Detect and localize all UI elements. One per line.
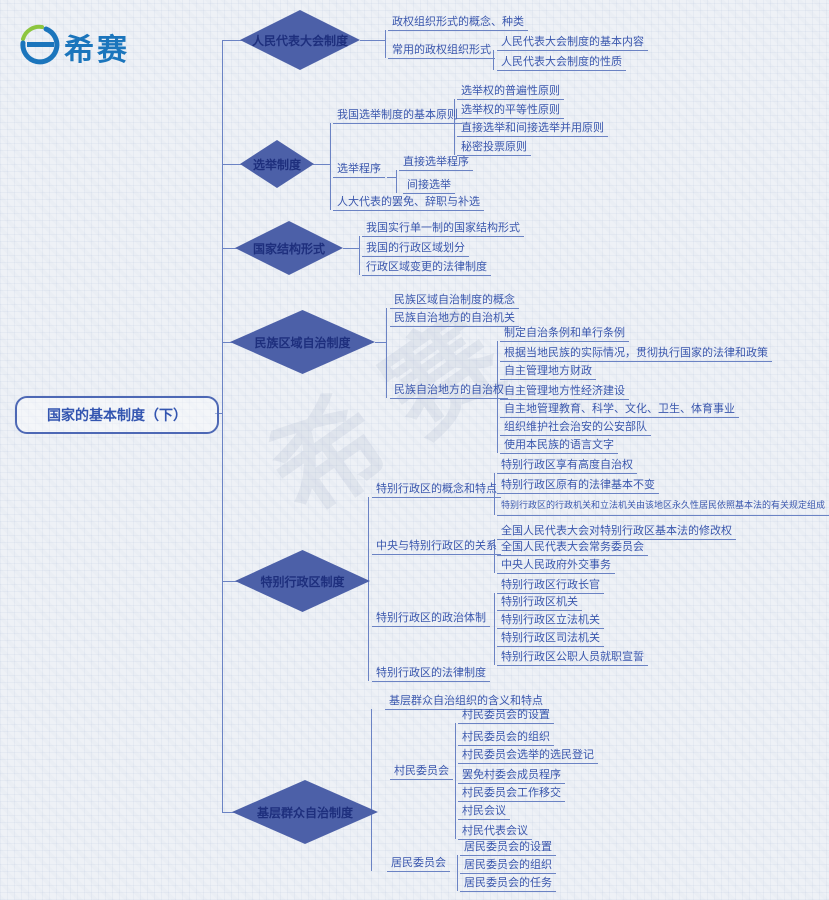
connector — [313, 164, 330, 165]
mindmap-node[interactable]: 特别行政区机关 — [497, 595, 582, 611]
connector — [375, 342, 386, 343]
mindmap-node[interactable]: 人民代表大会制度的性质 — [497, 55, 626, 71]
mindmap-node[interactable]: 自主管理地方财政 — [500, 364, 596, 380]
mindmap-node[interactable]: 居民委员会 — [387, 856, 450, 872]
connector — [368, 497, 369, 681]
mindmap-node[interactable]: 基层群众自治组织的含义和特点 — [385, 694, 547, 710]
mindmap-node[interactable]: 选举权的普遍性原则 — [457, 84, 564, 100]
connector — [454, 99, 455, 155]
connector — [494, 539, 495, 573]
mindmap-node[interactable]: 组织维护社会治安的公安部队 — [500, 420, 651, 436]
connector — [222, 248, 245, 249]
branch-diamond-state-structure[interactable]: 国家结构形式 — [235, 221, 343, 275]
connector — [494, 593, 495, 665]
mindmap-node[interactable]: 特别行政区司法机关 — [497, 631, 604, 647]
mindmap-node[interactable]: 特别行政区的政治体制 — [372, 611, 490, 627]
mindmap-node[interactable]: 居民委员会的组织 — [460, 858, 556, 874]
connector — [497, 341, 498, 453]
mindmap-node[interactable]: 村民会议 — [458, 804, 510, 820]
mindmap-node[interactable]: 特别行政区原有的法律基本不变 — [497, 478, 659, 494]
mindmap-node[interactable]: 村民委员会工作移交 — [458, 786, 565, 802]
connector — [387, 177, 396, 178]
branch-diamond-sar-system[interactable]: 特别行政区制度 — [235, 550, 370, 612]
mindmap-node[interactable]: 特别行政区公职人员就职宣誓 — [497, 650, 648, 666]
root-node[interactable]: 国家的基本制度（下） — [15, 396, 219, 434]
branch-diamond-ethnic-autonomy[interactable]: 民族区域自治制度 — [230, 310, 375, 374]
mindmap-node[interactable]: 自主管理地方性经济建设 — [500, 384, 629, 400]
mindmap-node[interactable]: 特别行政区的行政机关和立法机关由该地区永久性居民依照基本法的有关规定组成 — [497, 500, 829, 516]
connector — [360, 40, 385, 41]
mindmap-node[interactable]: 根据当地民族的实际情况，贯彻执行国家的法律和政策 — [500, 346, 772, 362]
mindmap-node[interactable]: 直接选举和间接选举并用原则 — [457, 121, 608, 137]
mindmap-node[interactable]: 直接选举程序 — [399, 155, 473, 171]
mindmap-node[interactable]: 特别行政区的概念和特点 — [372, 482, 501, 498]
xisai-logo: 希赛 — [18, 24, 130, 70]
connector — [493, 50, 494, 70]
mindmap-node[interactable]: 特别行政区的法律制度 — [372, 666, 490, 682]
connector — [494, 473, 495, 515]
connector — [222, 164, 250, 165]
mindmap-node[interactable]: 自主地管理教育、科学、文化、卫生、体育事业 — [500, 402, 739, 418]
mindmap-node[interactable]: 村民委员会的设置 — [458, 708, 554, 724]
mindmap-node[interactable]: 罢免村委会成员程序 — [458, 768, 565, 784]
connector — [455, 723, 456, 839]
mindmap-node[interactable]: 使用本民族的语言文字 — [500, 438, 618, 454]
connector — [330, 123, 331, 210]
mindmap-node[interactable]: 特别行政区行政长官 — [497, 578, 604, 594]
connector — [222, 581, 245, 582]
brand-name: 希赛 — [64, 33, 130, 68]
mindmap-node[interactable]: 中央与特别行政区的关系 — [372, 539, 501, 555]
mindmap-node[interactable]: 居民委员会的设置 — [460, 840, 556, 856]
mindmap-node[interactable]: 制定自治条例和单行条例 — [500, 326, 629, 342]
mindmap-node[interactable]: 村民委员会 — [390, 764, 453, 780]
connector — [359, 236, 360, 275]
mindmap-node[interactable]: 人民代表大会制度的基本内容 — [497, 35, 648, 51]
mindmap-node[interactable]: 村民代表会议 — [458, 824, 532, 840]
connector — [371, 709, 372, 871]
connector — [457, 855, 458, 891]
mindmap-node[interactable]: 秘密投票原则 — [457, 140, 531, 156]
mindmap-node[interactable]: 全国人民代表大会常务委员会 — [497, 540, 648, 556]
branch-diamond-peoples-congress[interactable]: 人民代表大会制度 — [240, 10, 360, 70]
mindmap-node[interactable]: 特别行政区享有高度自治权 — [497, 458, 637, 474]
xisai-logo-icon — [18, 24, 60, 70]
connector — [386, 308, 387, 398]
mindmap-node[interactable]: 政权组织形式的概念、种类 — [388, 15, 528, 31]
connector — [385, 30, 386, 58]
mindmap-node[interactable]: 村民委员会的组织 — [458, 730, 554, 746]
mindmap-node[interactable]: 全国人民代表大会对特别行政区基本法的修改权 — [497, 524, 736, 540]
mindmap-node[interactable]: 选举权的平等性原则 — [457, 103, 564, 119]
mindmap-node[interactable]: 中央人民政府外交事务 — [497, 558, 615, 574]
mindmap-node[interactable]: 村民委员会选举的选民登记 — [458, 748, 598, 764]
connector — [396, 170, 397, 193]
mindmap-node[interactable]: 民族区域自治制度的概念 — [390, 293, 519, 309]
mindmap-node[interactable]: 民族自治地方的自治机关 — [390, 311, 519, 327]
connector — [222, 40, 250, 41]
connector — [343, 248, 359, 249]
branch-diamond-election-system[interactable]: 选举制度 — [240, 140, 314, 188]
mindmap-node[interactable]: 常用的政权组织形式 — [388, 43, 495, 59]
mindmap-node[interactable]: 选举程序 — [333, 162, 385, 178]
branch-diamond-grassroots-self-governance[interactable]: 基层群众自治制度 — [232, 780, 378, 844]
mindmap-node[interactable]: 民族自治地方的自治权 — [390, 383, 508, 399]
mindmap-node[interactable]: 我国实行单一制的国家结构形式 — [362, 221, 524, 237]
trunk-line — [222, 40, 223, 812]
mindmap-node[interactable]: 我国选举制度的基本原则 — [333, 108, 462, 124]
mindmap-node[interactable]: 我国的行政区域划分 — [362, 241, 469, 257]
connector — [222, 812, 242, 813]
mindmap-node[interactable]: 人大代表的罢免、辞职与补选 — [333, 195, 484, 211]
mindmap-node[interactable]: 行政区域变更的法律制度 — [362, 260, 491, 276]
mindmap-node[interactable]: 间接选举 — [403, 178, 455, 194]
connector — [222, 342, 240, 343]
mindmap-node[interactable]: 居民委员会的任务 — [460, 876, 556, 892]
mindmap-node[interactable]: 特别行政区立法机关 — [497, 613, 604, 629]
connector — [215, 413, 223, 414]
